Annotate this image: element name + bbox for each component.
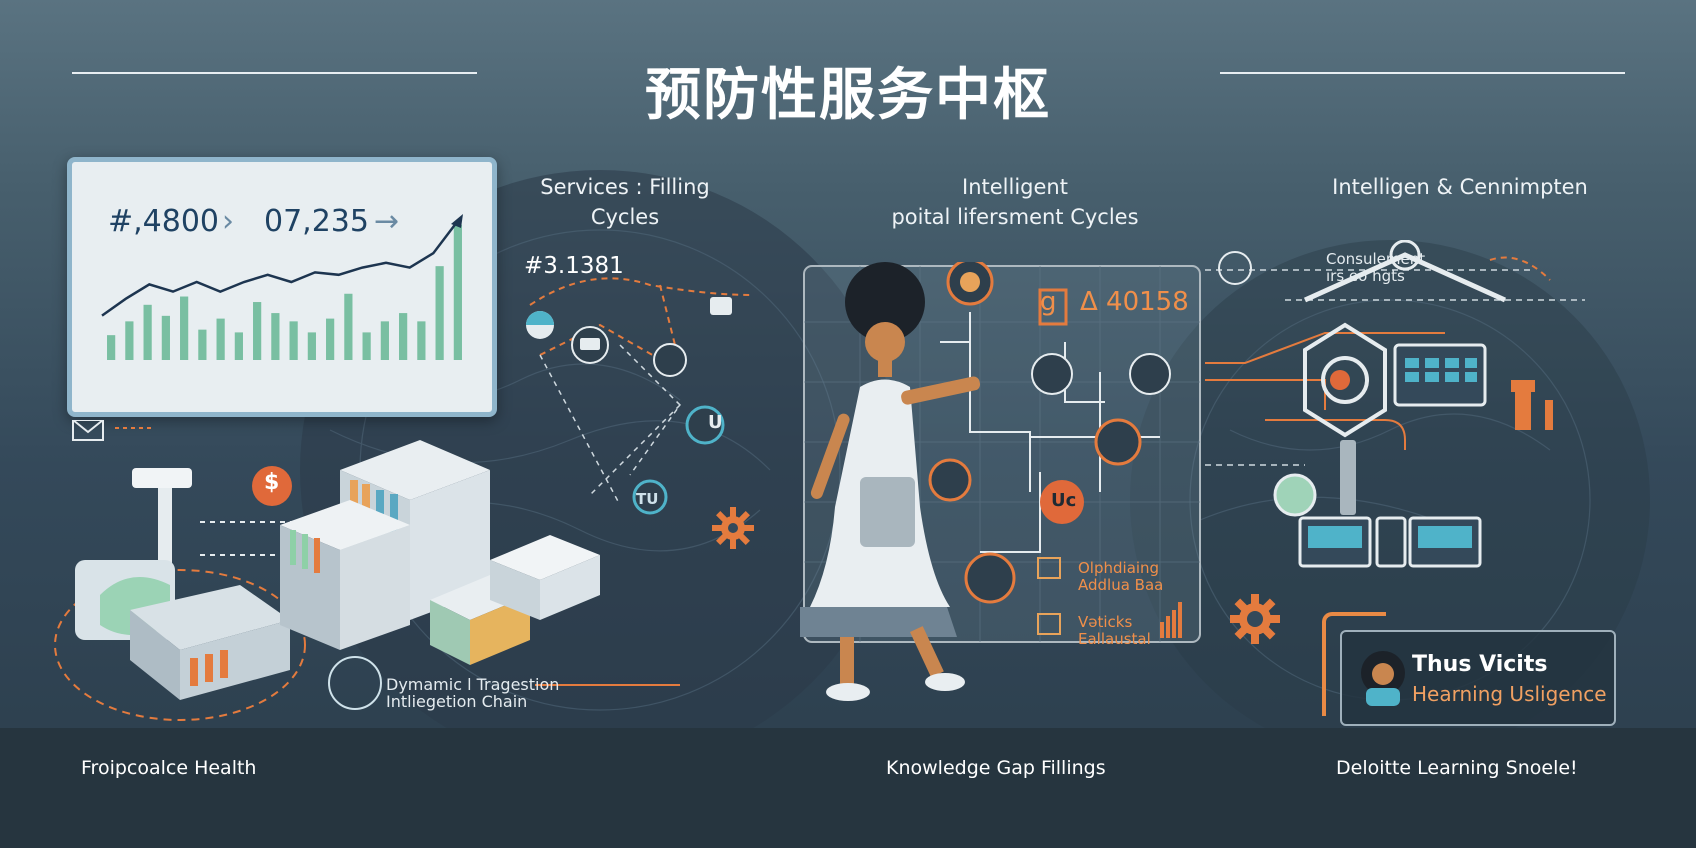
title-rule-left: [72, 72, 477, 74]
chart-bar: [125, 321, 134, 360]
arrow-right-icon: →: [374, 204, 400, 239]
card-title: Thus Vicits: [1412, 652, 1548, 677]
chart-bar: [435, 266, 444, 360]
mini-chart: [101, 214, 463, 360]
caption-olph-line1: Olphdiaing: [1078, 559, 1160, 577]
caption-dynamic: Dymamic l Tragestion Intliegetion Chain: [386, 676, 559, 710]
network-graph: [526, 277, 751, 515]
caption-intelligent-line2: poital lifersment Cycles: [891, 205, 1139, 229]
delta-value: Δ 40158: [1080, 287, 1189, 317]
chevron-right-icon: ›: [222, 204, 234, 239]
chart-bar: [380, 321, 389, 360]
chart-bar: [216, 318, 225, 360]
caption-vetick-line2: Eallaustal: [1078, 630, 1151, 648]
caption-intelligent-line1: Intelligent: [962, 175, 1068, 199]
caption-intelligent: Intelligent poital lifersment Cycles: [860, 172, 1170, 232]
caption-intelligen-right: Intelligen & Cennimpten: [1332, 175, 1588, 199]
services-value: #3.1381: [524, 253, 624, 279]
chart-bar: [326, 318, 335, 360]
tu-icon: TU: [636, 490, 659, 508]
chart-bar: [161, 315, 170, 360]
gear-icon-left: [712, 507, 754, 549]
caption-olph-line2: Addlua Baa: [1078, 576, 1164, 594]
chart-bar: [307, 332, 316, 360]
page-title: 预防性服务中枢: [645, 63, 1051, 128]
trend-line: [101, 221, 458, 317]
server-illustration: [54, 420, 680, 721]
center-panel-illustration: [800, 262, 1201, 701]
chart-bar: [180, 296, 189, 360]
caption-services-line2: Cycles: [590, 205, 660, 229]
caption-services-line1: Services : Filling: [540, 175, 710, 199]
footer-band: [0, 728, 1696, 848]
chart-bar: [362, 332, 371, 360]
caption-vetick: Vəticks Eallaustal: [1078, 614, 1151, 648]
caption-consulement: Consulement ırs eo hgts: [1326, 251, 1425, 285]
caption-consulement-line2: ırs eo hgts: [1326, 267, 1405, 285]
chart-bar: [107, 335, 116, 360]
machinery-illustration: [1205, 240, 1585, 568]
caption-dynamic-line1: Dymamic l Tragestion: [386, 675, 560, 694]
chart-bar: [234, 332, 243, 360]
dollar-icon: $: [264, 470, 280, 495]
chart-panel: #,4800 › 07,235 →: [67, 157, 497, 417]
card-subtitle: Hearning Usligence: [1412, 682, 1607, 706]
caption-services: Services : Filling Cycles: [510, 172, 740, 232]
caption-olph: Olphdiaing Addlua Baa: [1078, 560, 1163, 594]
chart-bar: [143, 304, 152, 360]
chart-bar: [399, 313, 408, 360]
caption-vetick-line1: Vəticks: [1078, 613, 1133, 631]
u-icon: U: [708, 412, 723, 433]
title-rule-right: [1220, 72, 1625, 74]
uc-badge: Uc: [1051, 490, 1077, 511]
delta-g-label: g: [1040, 287, 1057, 317]
chart-bar: [289, 321, 298, 360]
chart-bar: [417, 321, 426, 360]
caption-consulement-line1: Consulement: [1326, 250, 1426, 268]
visits-card: Thus Vicits Hearning Usligence: [1340, 630, 1616, 726]
caption-dynamic-line2: Intliegetion Chain: [386, 692, 528, 711]
footer-label-left: Froipcoalce Health: [81, 757, 257, 779]
trend-arrow-icon: [451, 214, 463, 228]
chart-bar: [198, 329, 207, 360]
chart-bar: [344, 293, 353, 360]
avatar: [1361, 651, 1405, 706]
gear-icon-right: [1230, 594, 1280, 644]
chart-bar: [253, 302, 262, 360]
footer-label-center: Knowledge Gap Fillings: [886, 757, 1106, 779]
chart-bar: [271, 313, 280, 360]
footer-label-right: Deloitte Learning Snoele!: [1336, 757, 1578, 779]
chart-value-left: #,4800: [108, 204, 220, 239]
chart-value-right: 07,235: [264, 204, 369, 239]
chart-bar: [453, 224, 462, 360]
card-bracket: [1322, 612, 1386, 716]
